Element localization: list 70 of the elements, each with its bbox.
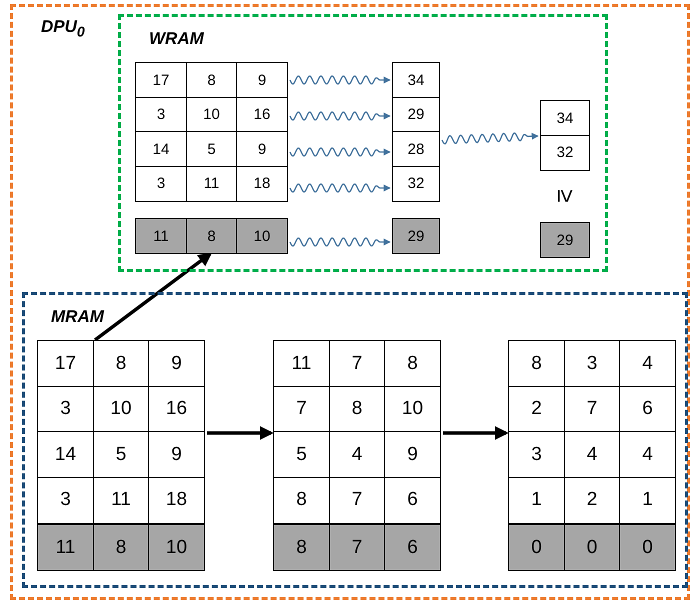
region-label: MRAM [51,307,104,327]
table-cell: 8 [273,476,330,524]
table-cell: 3 [135,166,187,202]
memory-region [10,4,690,600]
table-cell: 17 [37,340,94,387]
table-cell: 11 [135,218,187,254]
data-table [37,340,205,571]
table-cell: 9 [148,431,205,478]
arrow [443,426,509,440]
table-cell: 10 [236,218,288,254]
arrow [441,132,539,145]
arrow [289,237,391,247]
data-table [273,340,441,571]
table-cell: 11 [37,524,94,571]
table-cell: 10 [148,524,205,571]
table-cell: 28 [392,131,440,167]
table-cell: 9 [236,62,288,98]
table-cell: 11 [273,340,330,387]
table-cell: 1 [619,476,676,524]
table-cell: 6 [384,476,441,524]
comparison-sign: ≥ [551,188,579,205]
table-cell: 4 [619,431,676,478]
table-cell: 0 [564,524,620,571]
table-cell: 10 [384,386,441,432]
table-cell: 29 [392,218,440,254]
table-cell: 29 [392,96,440,132]
table-cell: 3 [37,476,94,524]
table-cell: 16 [148,386,205,432]
table-cell: 9 [384,431,441,478]
arrow [94,252,212,342]
table-cell: 6 [619,386,676,432]
table-cell: 6 [384,524,441,571]
table-cell: 8 [384,340,441,387]
data-table [540,100,590,170]
data-table [508,340,676,571]
table-cell: 3 [508,431,565,478]
table-cell: 17 [135,62,187,98]
arrow [289,147,391,157]
table-cell: 14 [135,131,187,167]
table-cell: 8 [186,218,238,254]
memory-region [22,292,688,588]
table-cell: 32 [540,134,590,170]
table-cell: 34 [392,62,440,98]
table-cell: 0 [508,524,565,571]
table-cell: 9 [148,340,205,387]
table-cell: 8 [508,340,565,387]
memory-region [118,14,608,272]
data-table [135,62,288,254]
arrow [289,75,391,85]
table-cell: 1 [508,476,565,524]
table-cell: 16 [236,96,288,132]
region-label: DPU$_{0}$ [41,17,85,40]
table-cell: 34 [540,100,590,136]
table-cell: 18 [236,166,288,202]
arrow [207,426,274,440]
arrow [289,111,391,121]
table-cell: 0 [619,524,676,571]
table-cell: 9 [236,131,288,167]
arrow [289,183,391,193]
table-cell: 8 [92,524,150,571]
table-cell: 8 [273,524,330,571]
data-table [392,62,440,254]
table-cell: 18 [148,476,205,524]
table-cell: 5 [273,431,330,478]
region-label: WRAM [149,29,204,49]
table-cell: 32 [392,166,440,202]
table-cell: 29 [540,222,590,258]
table-cell: 7 [328,524,386,571]
table-cell: 14 [37,431,94,478]
table-cell: 4 [619,340,676,387]
